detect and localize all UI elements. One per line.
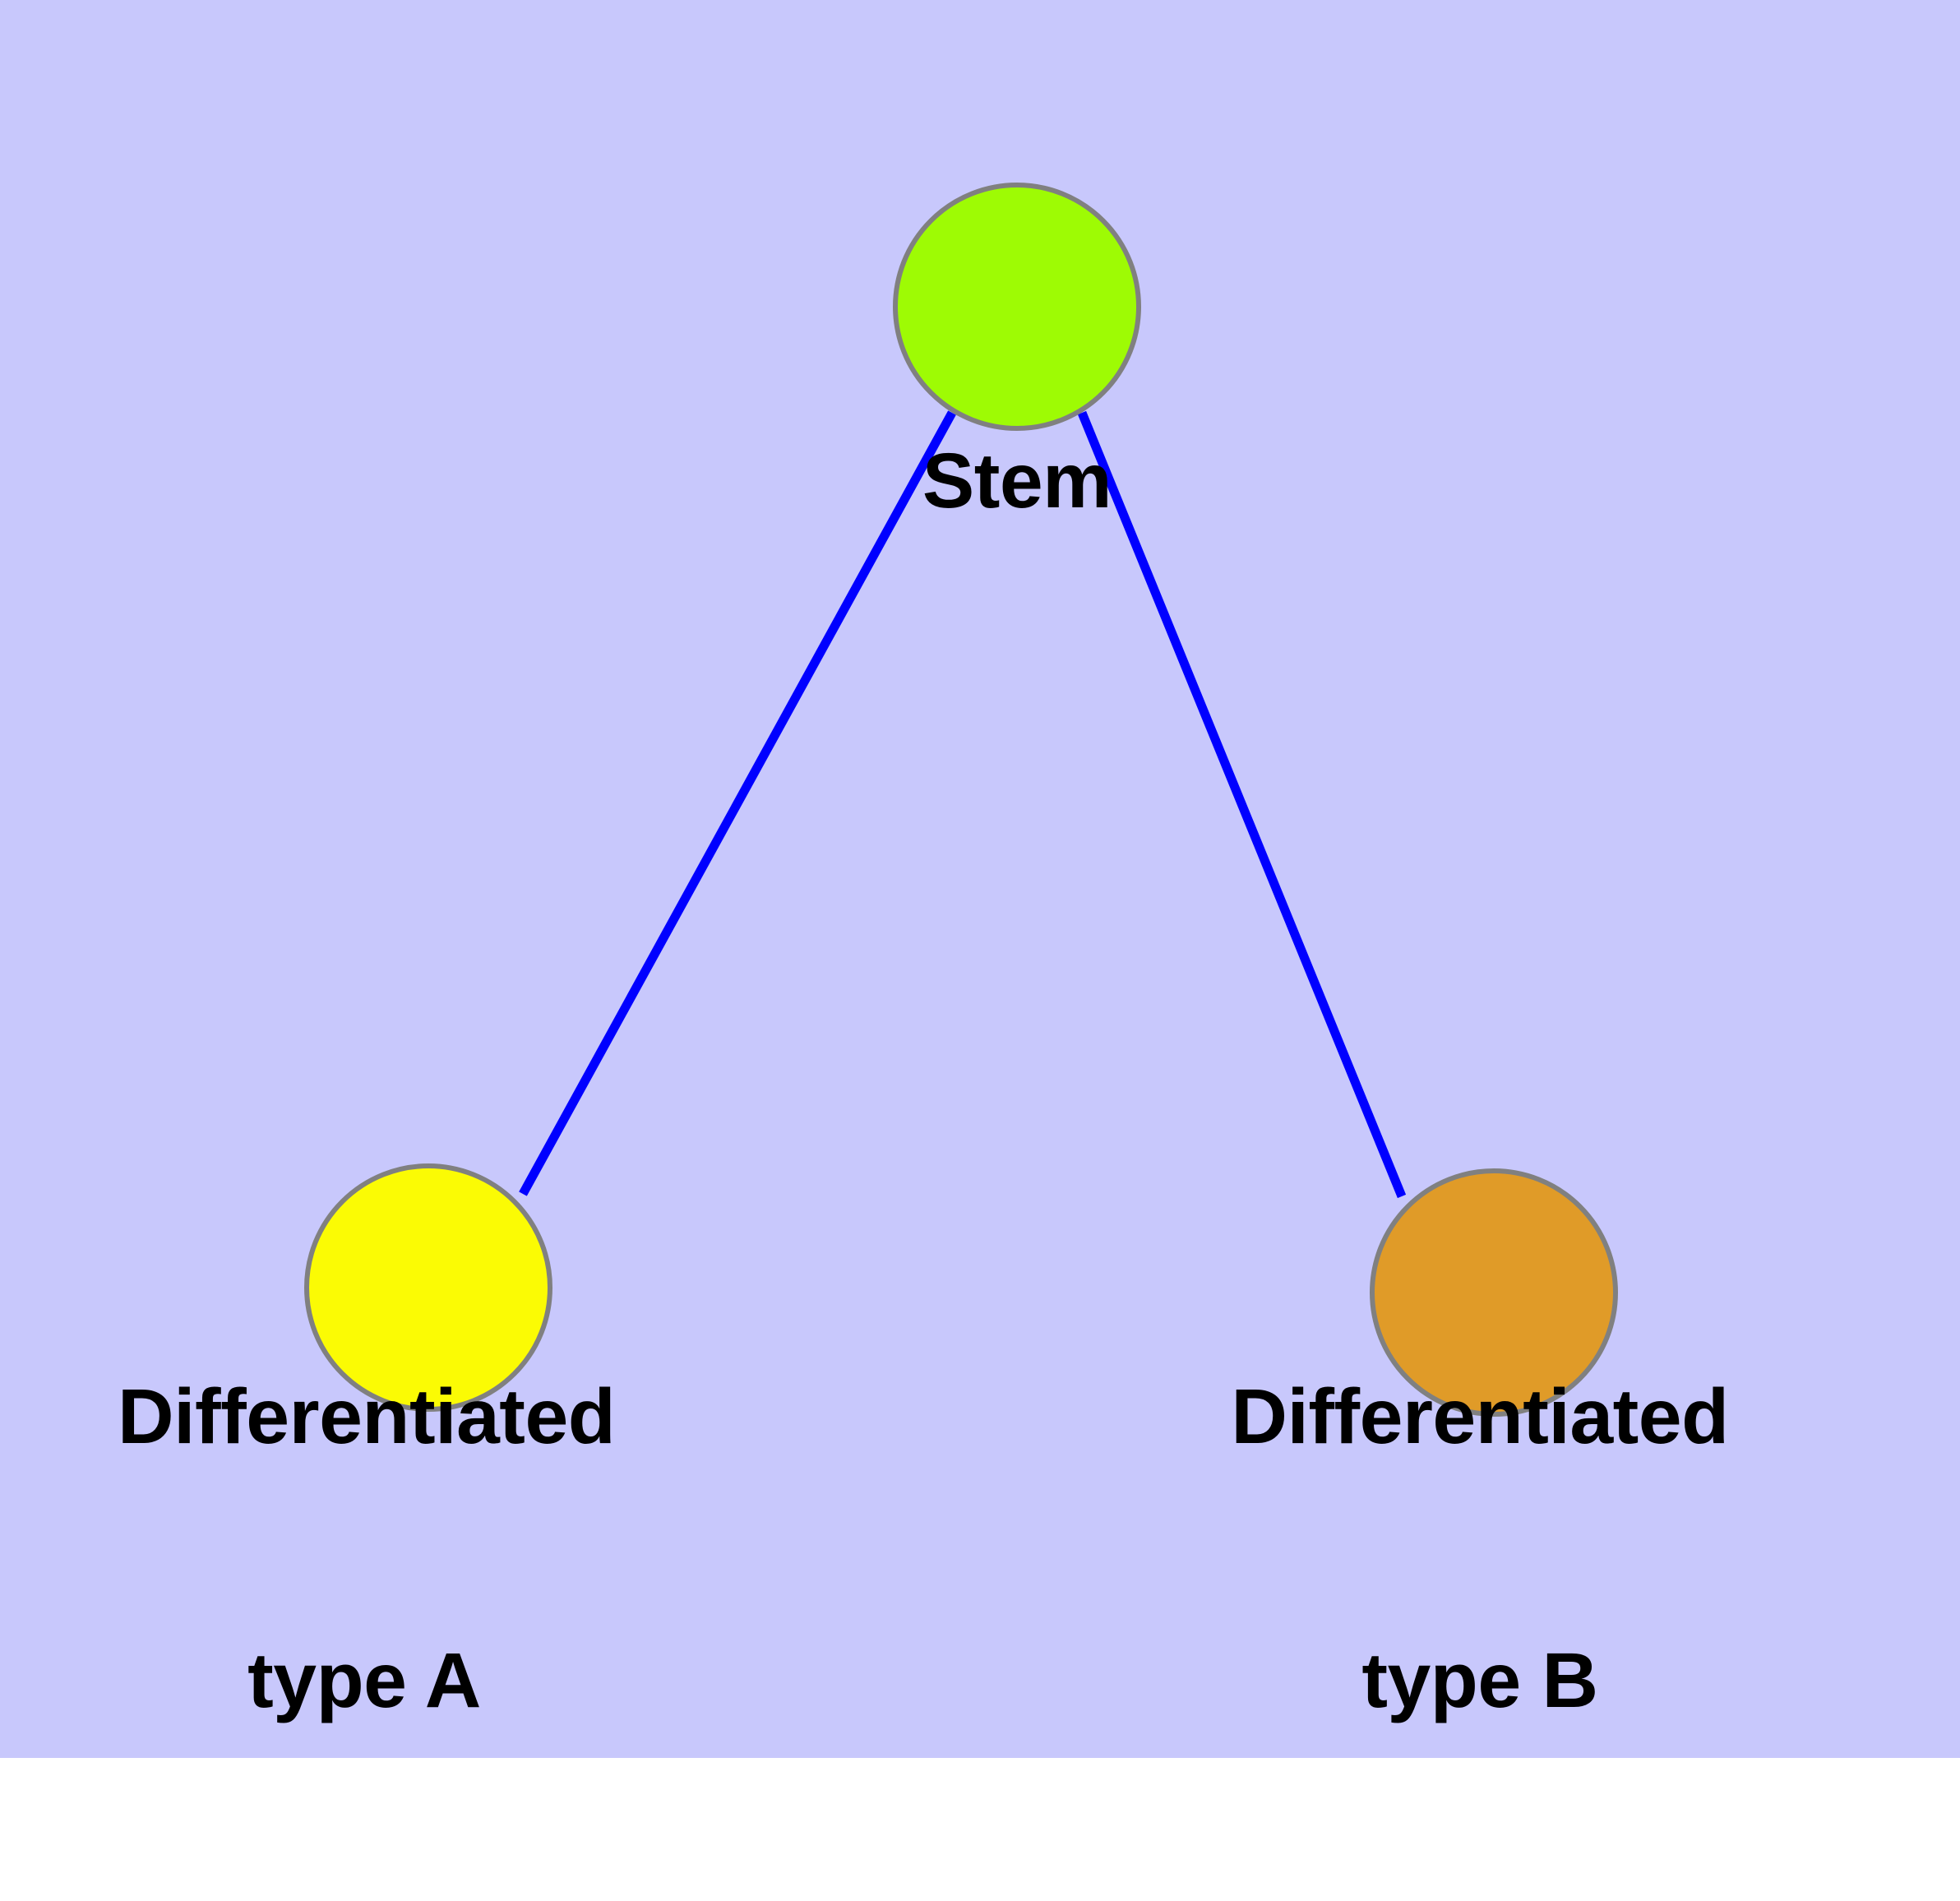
node-differentiated-type-a[interactable] <box>304 1163 552 1412</box>
node-differentiated-type-b[interactable] <box>1370 1168 1618 1417</box>
node-label-diff-b-line1: Differentiated <box>1231 1373 1729 1460</box>
edge-stem-to-differentiated-type-a[interactable] <box>519 410 956 1196</box>
node-label-diff-b-line2: type B <box>1361 1637 1598 1724</box>
node-label-stem: Stem <box>770 261 1264 701</box>
node-label-differentiated-type-a: Differentiated type A <box>118 1197 616 1901</box>
node-label-diff-a-line1: Differentiated <box>118 1373 616 1460</box>
node-label-diff-a-line2: type A <box>247 1637 481 1724</box>
graph-canvas: Stem Differentiated type A Differentiate… <box>0 0 1960 1758</box>
edge-layer <box>519 410 1407 1199</box>
node-label-stem-line1: Stem <box>922 437 1112 525</box>
edge-stem-to-differentiated-type-b[interactable] <box>1077 410 1407 1199</box>
node-stem[interactable] <box>893 183 1141 431</box>
node-label-differentiated-type-b: Differentiated type B <box>822 1197 1960 1901</box>
